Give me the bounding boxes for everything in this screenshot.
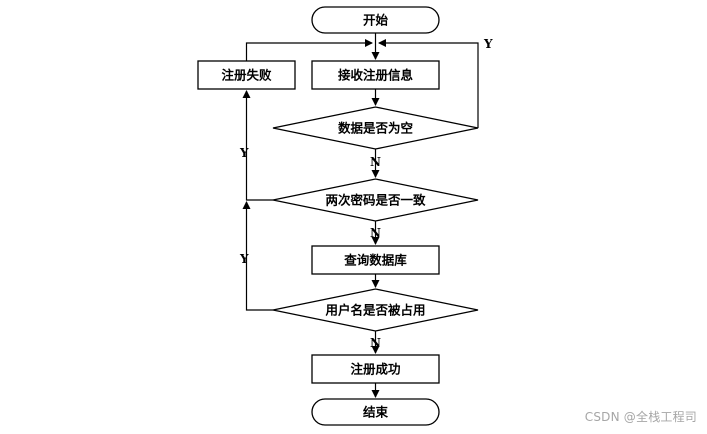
start-node: 开始 bbox=[311, 6, 440, 34]
success-node: 注册成功 bbox=[311, 354, 440, 384]
start-label: 开始 bbox=[363, 13, 389, 28]
arrow-password-check-yes bbox=[242, 90, 273, 201]
password-yes-label: Y bbox=[239, 146, 249, 160]
end-node: 结束 bbox=[311, 398, 440, 426]
watermark: CSDN @全栈工程司 bbox=[584, 410, 697, 424]
arrow-fail-to-receive bbox=[245, 39, 373, 61]
fail-node: 注册失败 bbox=[197, 60, 296, 90]
fail-label: 注册失败 bbox=[221, 68, 272, 83]
password-check-label: 两次密码是否一致 bbox=[325, 193, 426, 208]
arrow-username-check-yes bbox=[242, 201, 273, 311]
empty-no-label: N bbox=[370, 155, 381, 169]
receive-info-node: 接收注册信息 bbox=[311, 60, 440, 90]
username-check-decision: 用户名是否被占用 bbox=[272, 288, 479, 332]
empty-check-decision: 数据是否为空 bbox=[272, 106, 479, 150]
username-no-label: N bbox=[370, 336, 381, 350]
query-db-label: 查询数据库 bbox=[343, 253, 407, 268]
empty-yes-label: Y bbox=[483, 37, 493, 51]
end-label: 结束 bbox=[363, 405, 389, 420]
receive-info-label: 接收注册信息 bbox=[338, 68, 414, 83]
query-db-node: 查询数据库 bbox=[311, 245, 440, 275]
password-check-decision: 两次密码是否一致 bbox=[272, 178, 479, 222]
arrow-empty-check-yes-loop bbox=[378, 39, 479, 128]
username-yes-label: Y bbox=[239, 252, 249, 266]
empty-check-label: 数据是否为空 bbox=[337, 121, 413, 136]
password-no-label: N bbox=[370, 226, 381, 240]
username-check-label: 用户名是否被占用 bbox=[324, 303, 425, 318]
success-label: 注册成功 bbox=[350, 362, 400, 377]
